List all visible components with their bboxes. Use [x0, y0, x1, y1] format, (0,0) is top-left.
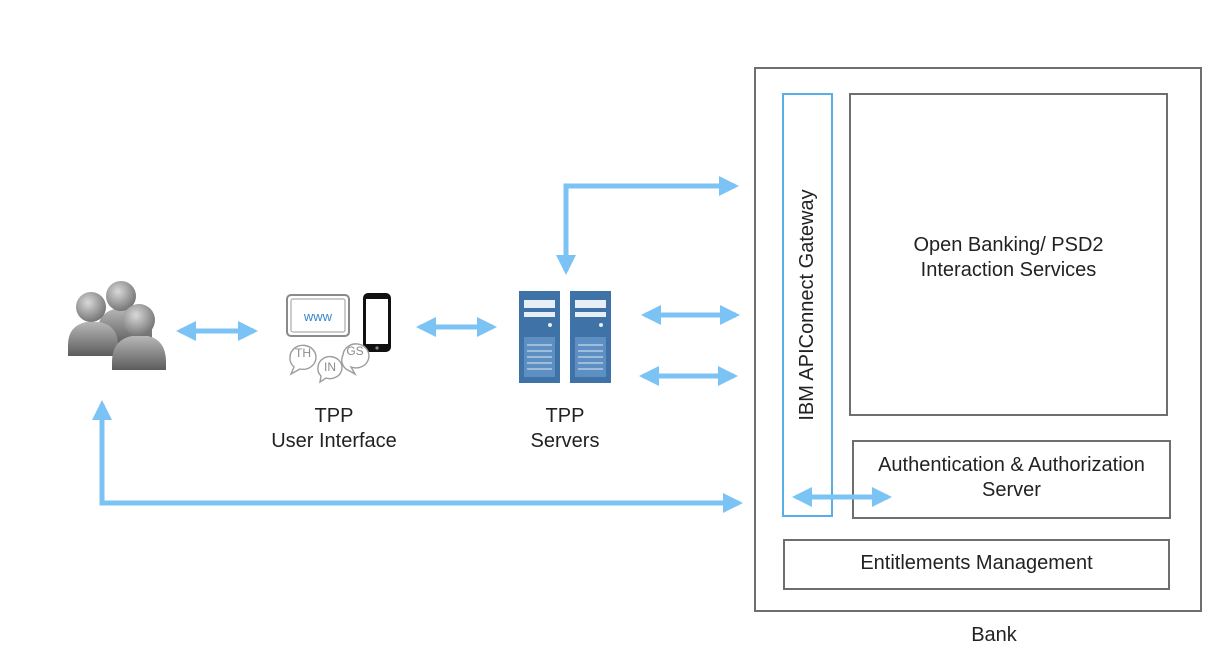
chat-bubbles-icon: TH IN GS — [289, 343, 370, 384]
open-banking-line2: Interaction Services — [920, 259, 1097, 281]
entitlements-box — [783, 539, 1170, 590]
smartphone-icon — [363, 293, 391, 352]
users-icon — [68, 281, 166, 370]
open-banking-box — [849, 93, 1168, 416]
open-banking-line1: Open Banking/ PSD2 — [913, 234, 1104, 256]
servers-icon — [519, 291, 611, 383]
gateway-box — [782, 93, 833, 517]
browser-icon: www — [286, 294, 350, 337]
auth-server-line1: Authentication & Authorization — [878, 454, 1145, 476]
www-badge: www — [303, 309, 333, 324]
entitlements-label: Entitlements Management — [860, 552, 1093, 574]
bank-label: Bank — [971, 624, 1017, 646]
auth-server-label: Authentication & Authorization Server — [852, 453, 1171, 503]
bubble-text-1: TH — [295, 346, 311, 360]
arrow-users-bank-bottom — [92, 400, 743, 513]
bubble-text-3: GS — [346, 344, 363, 358]
arrow-servers-gateway-top — [556, 176, 739, 275]
auth-server-box — [852, 440, 1171, 519]
open-banking-label: Open Banking/ PSD2 Interaction Services — [849, 233, 1168, 283]
auth-server-line2: Server — [982, 479, 1041, 501]
bubble-text-2: IN — [324, 360, 336, 374]
